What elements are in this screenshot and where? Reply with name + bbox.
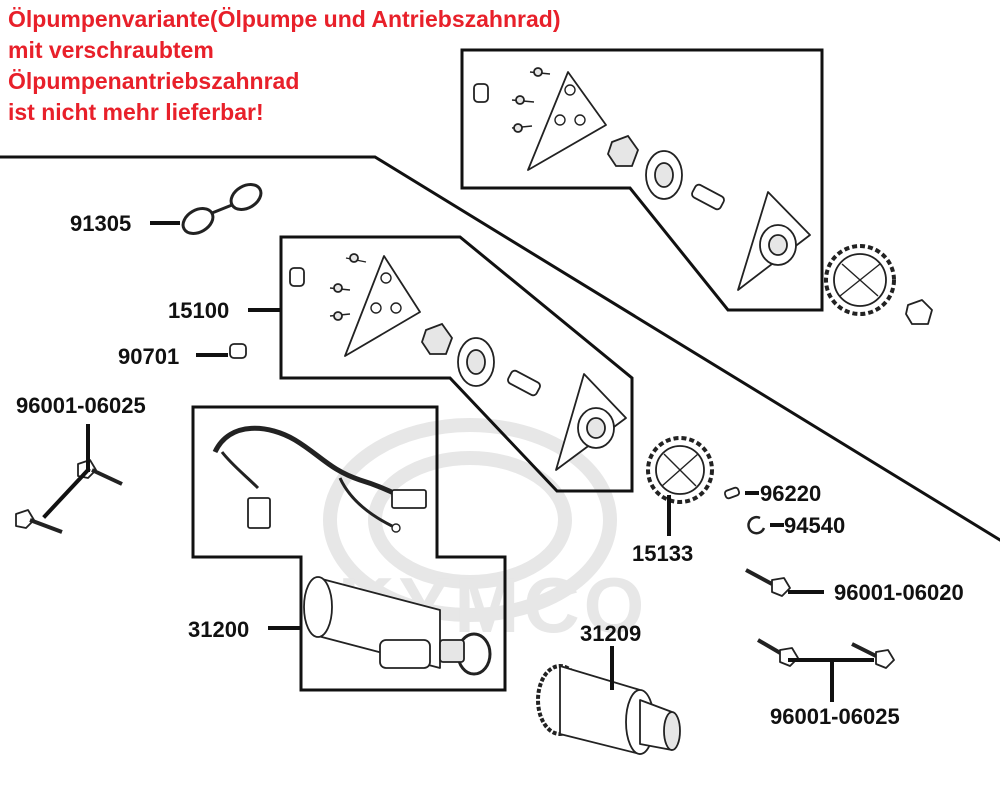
wire-harness-icon bbox=[212, 425, 427, 533]
oil-pump-assembly-box bbox=[279, 235, 634, 493]
part-label-96001-06025-right: 96001-06025 bbox=[770, 704, 900, 729]
notice-line-3: Ölpumpenantriebszahnrad bbox=[8, 68, 300, 94]
bolt-icon bbox=[745, 568, 791, 597]
old-oil-pump-assembly bbox=[473, 67, 811, 291]
part-label-94540: 94540 bbox=[784, 513, 845, 538]
pin-icon bbox=[473, 83, 489, 103]
sprocket-icon bbox=[824, 244, 896, 316]
part-label-31209: 31209 bbox=[580, 621, 641, 646]
pin-icon bbox=[723, 486, 741, 500]
bolt-icon bbox=[329, 253, 367, 321]
notice-line-4: ist nicht mehr lieferbar! bbox=[8, 99, 264, 125]
starter-motor-icon bbox=[303, 576, 492, 676]
o-ring-icon bbox=[181, 183, 263, 235]
bolt-icon bbox=[15, 459, 123, 534]
oil-pump-plate-icon bbox=[344, 255, 421, 357]
discontinued-notice: Ölpumpenvariante(Ölpumpe und Antriebszah… bbox=[8, 4, 668, 128]
starter-motor-box bbox=[191, 405, 507, 692]
kymco-watermark: KYMCO bbox=[323, 418, 644, 649]
bolt-icon bbox=[511, 67, 551, 133]
sprocket-icon bbox=[646, 436, 714, 504]
part-label-96220: 96220 bbox=[760, 481, 821, 506]
leader-lines bbox=[42, 221, 874, 702]
connector-icon bbox=[247, 497, 271, 529]
sprocket-nut-icon bbox=[905, 299, 933, 325]
old-oil-pump-variant-box bbox=[460, 48, 824, 312]
circlip-icon bbox=[747, 515, 766, 535]
oil-pump-rotor-icon bbox=[607, 134, 640, 167]
oil-pump-rotor-icon bbox=[421, 322, 454, 355]
part-label-31200: 31200 bbox=[188, 617, 249, 642]
part-label-15133: 15133 bbox=[632, 541, 693, 566]
part-label-96001-06025-left: 96001-06025 bbox=[16, 393, 146, 418]
part-label-15100: 15100 bbox=[168, 298, 229, 323]
variant-divider-line bbox=[0, 155, 1000, 542]
part-label-91305: 91305 bbox=[70, 211, 131, 236]
connector-icon bbox=[391, 489, 427, 509]
oil-pump-shaft-icon bbox=[691, 183, 725, 211]
bolt-icon bbox=[756, 638, 895, 669]
starter-clutch-icon bbox=[536, 664, 681, 755]
oil-pump-assembly bbox=[289, 253, 627, 471]
pin-icon bbox=[229, 343, 247, 359]
oil-pump-plate-icon bbox=[527, 71, 607, 171]
oil-pump-shaft-icon bbox=[507, 369, 541, 397]
pin-icon bbox=[289, 267, 305, 287]
part-label-96001-06020: 96001-06020 bbox=[834, 580, 964, 605]
notice-line-1: Ölpumpenvariante(Ölpumpe und Antriebszah… bbox=[8, 6, 561, 32]
notice-line-2: mit verschraubtem bbox=[8, 37, 214, 63]
part-label-90701: 90701 bbox=[118, 344, 179, 369]
